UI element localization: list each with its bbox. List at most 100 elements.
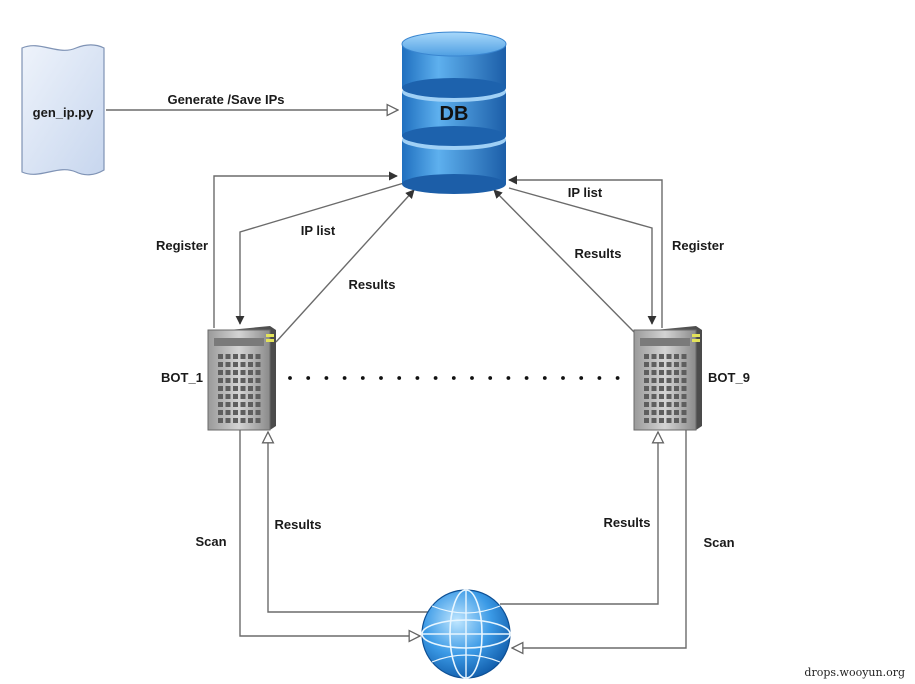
ellipsis-dot (379, 376, 383, 380)
grille-slot (255, 410, 261, 415)
grille-slot (666, 418, 672, 423)
grille-slot (681, 362, 687, 367)
server-icon-right (633, 326, 702, 431)
edge-label-scan-right: Scan (703, 535, 734, 550)
grille-slot (651, 402, 657, 407)
grille-slot (659, 402, 664, 407)
grille-slot (659, 410, 664, 415)
database-label: DB (440, 103, 469, 125)
grille-slot (225, 354, 231, 359)
grille-slot (248, 362, 253, 367)
internet-globe-icon (421, 589, 511, 679)
ellipsis-dot (579, 376, 584, 380)
watermark: drops.wooyun.org (804, 666, 905, 679)
grille-slot (240, 370, 246, 375)
grille-slot (240, 354, 246, 359)
grille-slot (644, 418, 649, 423)
grille-slot (240, 418, 246, 423)
grille-slot (218, 386, 223, 391)
grille-slot (248, 354, 253, 359)
grille-slot (674, 362, 679, 367)
grille-slot (233, 354, 238, 359)
grille-slot (674, 386, 679, 391)
edge-label-results-db-right: Results (575, 246, 622, 261)
ellipsis-dot (306, 376, 311, 380)
grille-slot (644, 386, 649, 391)
ellipsis-dot (542, 376, 547, 380)
grille-slot (240, 402, 246, 407)
database-icon: DB (401, 31, 507, 194)
grille-slot (248, 410, 253, 415)
ellipsis-dot (288, 376, 292, 380)
grille-slot (644, 410, 649, 415)
grille-slot (666, 354, 672, 359)
edge-results-db-left (275, 189, 415, 343)
grille-slot (225, 362, 231, 367)
grille-slot (248, 370, 253, 375)
grille-slot (255, 362, 261, 367)
edge-label-results-net-left: Results (275, 517, 322, 532)
grille-slot (681, 402, 687, 407)
grille-slot (255, 418, 261, 423)
grille-slot (218, 394, 223, 399)
grille-slot (651, 378, 657, 383)
grille-slot (218, 378, 223, 383)
grille-slot (674, 410, 679, 415)
grille-slot (681, 418, 687, 423)
edge-iplist-right (508, 187, 657, 325)
grille-slot (674, 370, 679, 375)
grille-slot (225, 410, 231, 415)
ellipsis-dot (488, 376, 493, 380)
grille-slot (659, 418, 664, 423)
grille-slot (666, 370, 672, 375)
edge-results-net-left (268, 432, 430, 613)
grille-slot (240, 386, 246, 391)
edge-iplist-left (235, 182, 405, 325)
grille-slot (255, 386, 261, 391)
grille-slot (233, 378, 238, 383)
grille-slot (233, 370, 238, 375)
grille-slot (240, 362, 246, 367)
grille-slot (659, 362, 664, 367)
grille-slot (666, 362, 672, 367)
ellipsis-dot (451, 376, 456, 380)
edge-register-left (213, 171, 398, 328)
grille-slot (240, 378, 246, 383)
grille-slot (644, 378, 649, 383)
grille-slot (240, 394, 246, 399)
server-icon-left (207, 326, 276, 431)
grille-slot (666, 386, 672, 391)
grille-slot (218, 362, 223, 367)
ellipsis-dot (470, 376, 474, 380)
grille-slot (666, 378, 672, 383)
edge-scan-left (239, 430, 420, 636)
grille-slot (659, 370, 664, 375)
grille-slot (644, 370, 649, 375)
grille-slot (681, 394, 687, 399)
grille-slot (225, 402, 231, 407)
ellipsis-dot (342, 376, 347, 380)
ellipsis-dot (397, 376, 402, 380)
grille-slot (218, 354, 223, 359)
bot-left-label: BOT_1 (161, 370, 203, 385)
grille-slot (218, 418, 223, 423)
grille-slot (659, 354, 664, 359)
grille-slot (248, 378, 253, 383)
edge-label-scan-left: Scan (195, 534, 226, 549)
ellipsis-dot (561, 376, 565, 380)
grille-slot (651, 362, 657, 367)
grille-slot (644, 394, 649, 399)
grille-slot (240, 410, 246, 415)
grille-slot (674, 402, 679, 407)
grille-slot (651, 354, 657, 359)
bots-ellipsis-dots (288, 376, 620, 380)
grille-slot (225, 370, 231, 375)
grille-slot (644, 402, 649, 407)
grille-slot (651, 418, 657, 423)
grille-slot (674, 354, 679, 359)
grille-slot (248, 394, 253, 399)
edge-label-register-left: Register (156, 238, 208, 253)
ellipsis-dot (597, 376, 602, 380)
